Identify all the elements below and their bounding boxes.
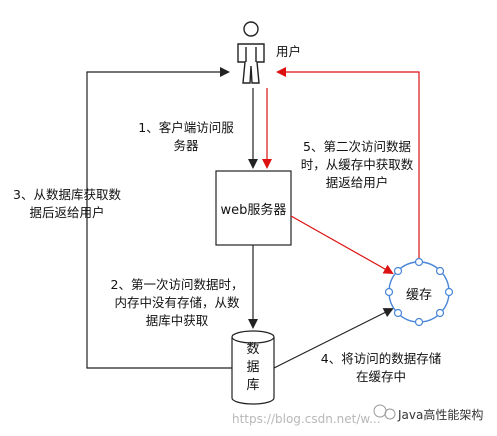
arrow-step3 xyxy=(86,67,232,369)
step3-label: 3、从数据库获取数据后返给用户 xyxy=(13,187,121,220)
step4-label: 4、将访问的数据存储在缓存中 xyxy=(320,351,442,384)
cache-node xyxy=(384,257,454,327)
database-label-line: 据 xyxy=(246,360,260,375)
web-server-label: web服务器 xyxy=(220,203,287,218)
step1-label: 1、客户端访问服务器 xyxy=(138,120,234,153)
arrow-web-to-cache xyxy=(290,215,394,274)
user-label: 用户 xyxy=(276,44,302,59)
watermark-brand: Java高性能架构 xyxy=(398,408,484,422)
database-label-line: 库 xyxy=(246,378,260,393)
database-label: 数 据 库 xyxy=(232,341,274,395)
cache-label: 缓存 xyxy=(405,288,432,303)
brand-icon xyxy=(373,404,396,420)
watermark-url: https://blog.csdn.net/w... xyxy=(232,412,381,426)
step2-label: 2、第一次访问数据时，内存中没有存储，从数据库中获取 xyxy=(110,277,244,328)
user-icon xyxy=(237,21,265,84)
arrow-step5-cache-to-user xyxy=(276,67,420,262)
database-cylinder xyxy=(231,330,275,405)
database-label-line: 数 xyxy=(246,342,260,357)
step5-label: 5、第二次访问数据时，从缓存中获取数据返给用户 xyxy=(300,139,414,190)
arrow-step4 xyxy=(273,308,394,369)
